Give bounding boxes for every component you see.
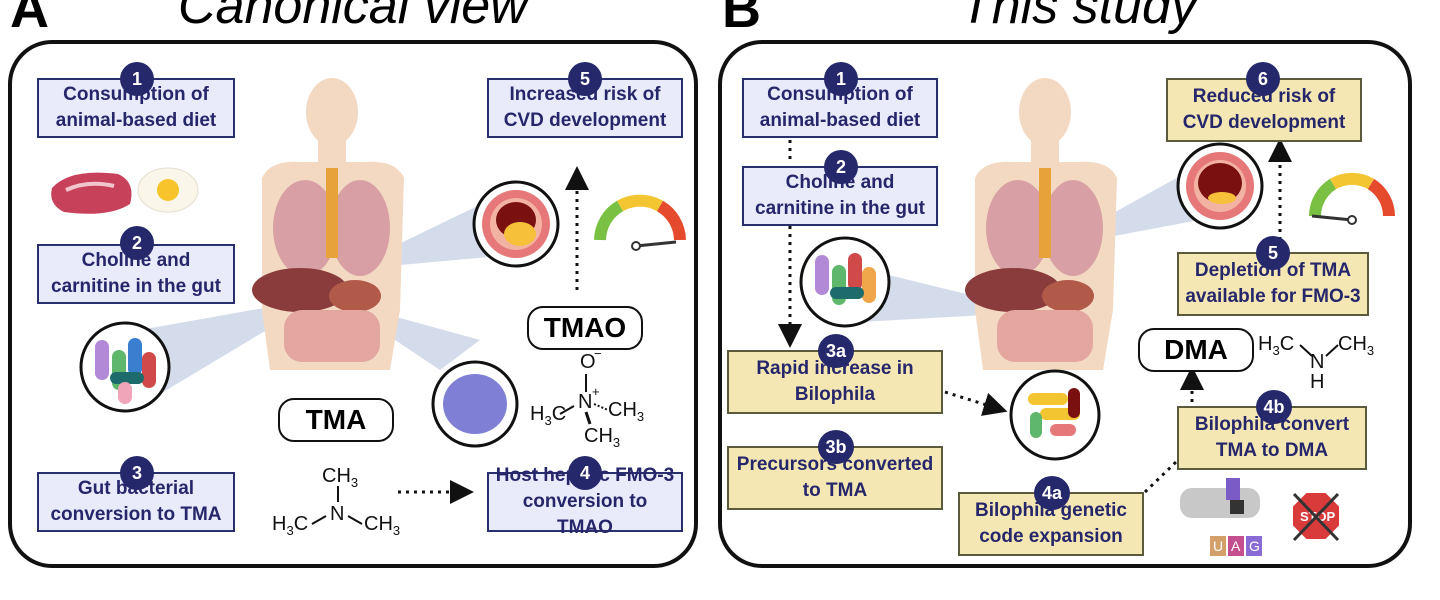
- step-a3-line2: conversion to TMA: [50, 504, 222, 525]
- ribosome-icon: U A G: [1180, 478, 1262, 556]
- step-b4a-line2: code expansion: [979, 526, 1123, 547]
- step-a2-line1: Choline and: [81, 250, 191, 271]
- svg-text:H3C: H3C: [530, 403, 566, 428]
- step-b6-line2: CVD development: [1182, 112, 1346, 133]
- svg-text:H3C: H3C: [1258, 333, 1294, 358]
- arrow-b4a-to-b4b: [1143, 460, 1178, 494]
- microbe-cluster-b2: [1009, 369, 1101, 461]
- step-a1-badge: 1: [120, 62, 154, 96]
- step-b5-line2: available for FMO-3: [1185, 286, 1361, 307]
- step-a4-badge: 4: [568, 456, 602, 490]
- step-a2-line2: carnitine in the gut: [51, 276, 221, 297]
- svg-text:H3C: H3C: [272, 513, 308, 538]
- svg-text:CH3: CH3: [608, 399, 644, 424]
- codon-a: A: [1231, 538, 1241, 554]
- svg-text:CH3: CH3: [584, 425, 620, 450]
- step-b3b-line2: to TMA: [802, 480, 868, 501]
- step-b1-line2: animal-based diet: [759, 110, 921, 131]
- step-b4a-line1: Bilophila genetic: [974, 500, 1128, 521]
- step-a1-line2: animal-based diet: [55, 110, 217, 131]
- step-b3a-badge: 3a: [818, 334, 854, 368]
- microbe-cluster-b1: [799, 236, 891, 328]
- step-b1-badge: 1: [824, 62, 858, 96]
- codon-g: G: [1249, 538, 1260, 554]
- arrow-b3a-to-microbes: [944, 390, 1008, 416]
- artery-circle-b: [1176, 142, 1264, 230]
- step-b4b-line1: Bilophila convert: [1194, 414, 1350, 435]
- svg-text:+: +: [592, 384, 600, 399]
- step-a5-badge: 5: [568, 62, 602, 96]
- step-b3b-line1: Precursors converted: [736, 454, 934, 475]
- human-body-b: [965, 78, 1117, 370]
- step-b4a-badge: 4a: [1034, 476, 1070, 510]
- step-b6-line1: Reduced risk of: [1192, 86, 1336, 107]
- egg-icon: [137, 167, 199, 213]
- step-b4a-box: Bilophila genetic code expansion: [958, 492, 1144, 556]
- tma-structure: CH3 N H3C CH3: [272, 465, 400, 538]
- panel-a-letter: A: [10, 0, 49, 39]
- svg-text:H: H: [1310, 371, 1324, 393]
- artery-circle-a: [472, 180, 560, 268]
- step-b3a-line1: Rapid increase in: [756, 358, 914, 379]
- svg-text:−: −: [594, 346, 602, 361]
- svg-text:O: O: [580, 351, 596, 373]
- tma-label: TMA: [278, 398, 394, 442]
- step-a2-badge: 2: [120, 226, 154, 260]
- step-b2-line2: carnitine in the gut: [755, 198, 925, 219]
- step-b5-line1: Depletion of TMA: [1194, 260, 1352, 281]
- tmao-label: TMAO: [527, 306, 643, 350]
- svg-text:N: N: [578, 391, 592, 413]
- panel-b-title: This study: [960, 0, 1197, 35]
- svg-text:CH3: CH3: [322, 465, 358, 490]
- step-a5-line2: CVD development: [503, 110, 667, 131]
- microbe-cluster-a: [79, 321, 171, 413]
- risk-gauge-b: [1309, 172, 1395, 225]
- risk-gauge-a: [594, 194, 686, 251]
- tmao-structure: O − N + H3C CH3 CH3: [530, 346, 644, 450]
- dma-structure: H3C N CH3 H: [1258, 333, 1374, 393]
- step-b4b-line2: TMA to DMA: [1215, 440, 1329, 461]
- panel-a-title: Canonical view: [178, 0, 528, 35]
- panel-b-letter: B: [722, 0, 761, 39]
- step-b5-box: Depletion of TMA available for FMO-3: [1177, 252, 1369, 316]
- step-b4b-badge: 4b: [1256, 390, 1292, 424]
- human-body-a: [252, 78, 404, 370]
- svg-text:CH3: CH3: [1338, 333, 1374, 358]
- stop-sign-icon: STOP: [1291, 491, 1341, 542]
- codon-u: U: [1213, 538, 1223, 554]
- dma-label: DMA: [1138, 328, 1254, 372]
- step-b2-badge: 2: [824, 150, 858, 184]
- step-b3b-badge: 3b: [818, 430, 854, 464]
- step-a4-line2: conversion to TMAO: [522, 491, 648, 538]
- step-b6-badge: 6: [1246, 62, 1280, 96]
- step-a3-badge: 3: [120, 456, 154, 490]
- svg-text:CH3: CH3: [364, 513, 400, 538]
- step-b5-badge: 5: [1256, 236, 1290, 270]
- step-b3a-line2: Bilophila: [794, 384, 876, 405]
- svg-text:N: N: [1310, 351, 1324, 373]
- svg-text:N: N: [330, 503, 344, 525]
- meat-icon: [51, 172, 132, 214]
- liver-circle: [431, 360, 519, 448]
